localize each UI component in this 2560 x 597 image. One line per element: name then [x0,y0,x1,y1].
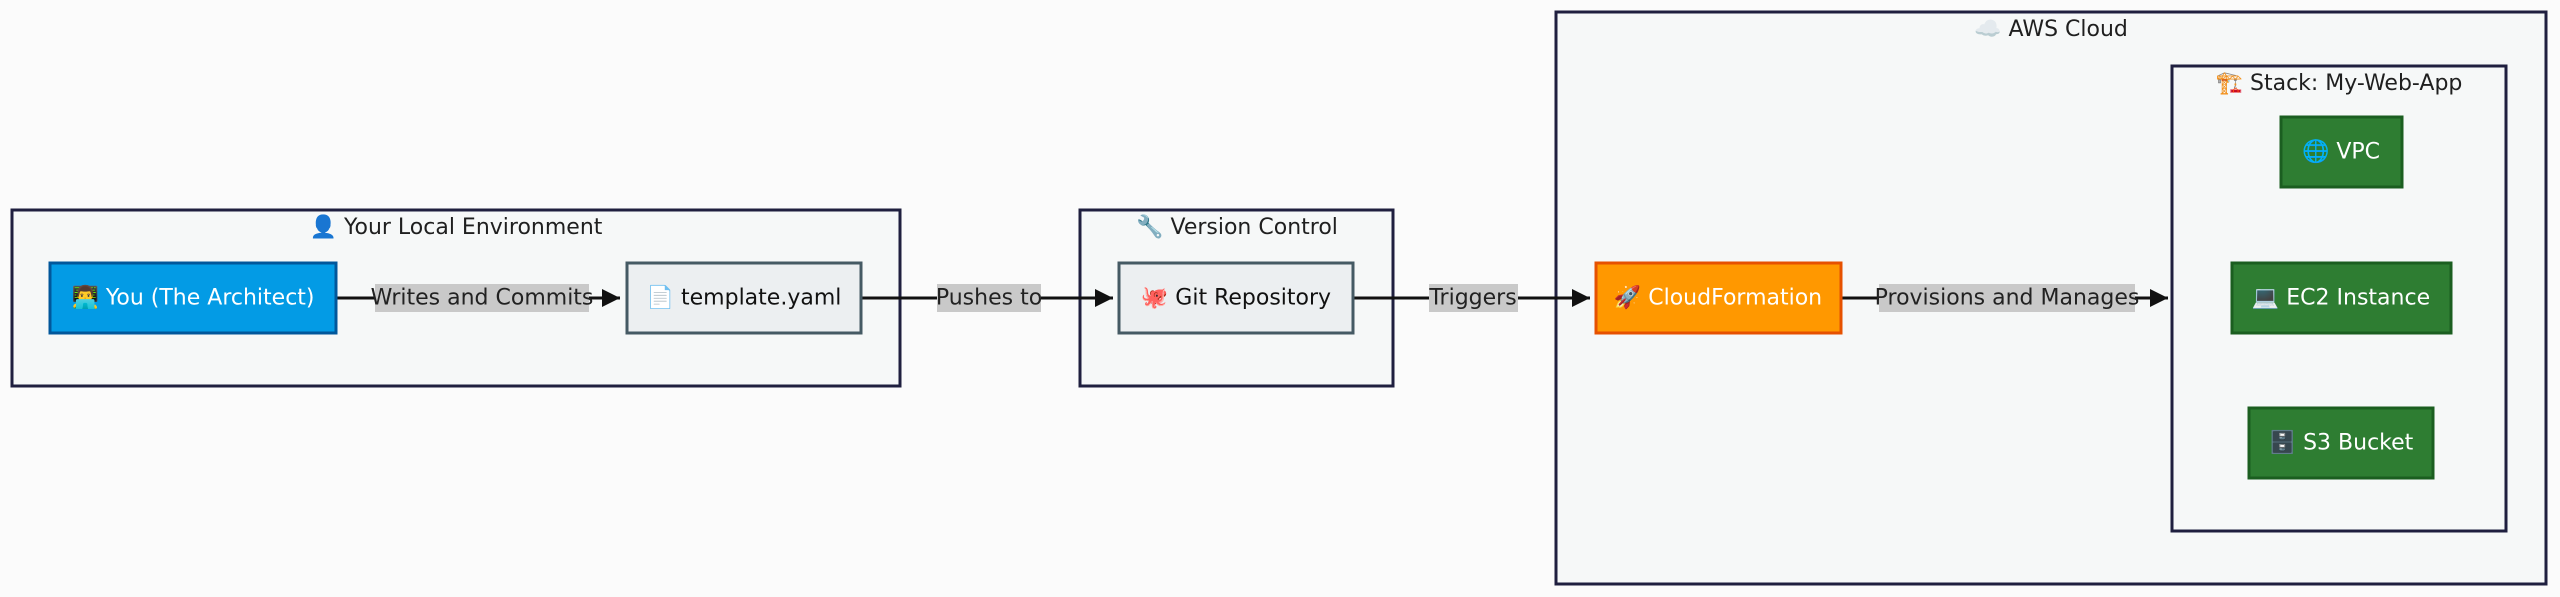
node-you-the-architect[interactable]: 👨‍💻 You (The Architect) [48,261,338,335]
node-git-box [1117,261,1355,335]
node-architect-label: 👨‍💻 You (The Architect) [71,285,314,311]
node-s3-bucket[interactable]: 🗄️ S3 Bucket [2247,406,2435,480]
node-cloudformation-box [1594,261,1843,335]
node-cloudformation[interactable]: 🚀 CloudFormation [1594,261,1843,335]
edge-pushes-to: Pushes to [861,284,1113,312]
edge-provisions-label: Provisions and Manages [1875,286,2140,311]
edge-triggers-label-bg [1429,284,1518,312]
edge-triggers-label: Triggers [1428,286,1516,311]
node-git-label: 🐙 Git Repository [1141,286,1331,311]
cluster-stack-label: 🏗️ Stack: My-Web-App [2216,71,2463,96]
cluster-local-label: 👤 Your Local Environment [310,214,603,240]
edge-writes-and-commits: Writes and Commits [336,284,620,312]
edge-writes-label-bg [375,284,589,312]
node-template-box [625,261,863,335]
edge-pushes-label: Pushes to [936,286,1042,311]
edge-provisions-label-bg [1879,284,2135,312]
edge-triggers: Triggers [1353,284,1590,312]
cluster-aws-label: ☁️ AWS Cloud [1974,17,2128,42]
node-architect-box [48,261,338,335]
edge-provisions-and-manages: Provisions and Manages [1841,284,2168,312]
node-git-repository[interactable]: 🐙 Git Repository [1117,261,1355,335]
node-ec2-instance[interactable]: 💻 EC2 Instance [2230,261,2453,335]
node-vpc-box [2279,115,2404,189]
node-template-label: 📄 template.yaml [647,285,842,311]
node-ec2-label: 💻 EC2 Instance [2252,286,2430,311]
node-s3-box [2247,406,2435,480]
cluster-vcs-label: 🔧 Version Control [1136,213,1338,240]
node-ec2-box [2230,261,2453,335]
node-vpc-label: 🌐 VPC [2302,139,2380,165]
edge-pushes-label-bg [937,284,1041,312]
edge-writes-label: Writes and Commits [371,286,594,311]
node-s3-label: 🗄️ S3 Bucket [2269,430,2414,456]
node-vpc[interactable]: 🌐 VPC [2279,115,2404,189]
node-cloudformation-label: 🚀 CloudFormation [1614,285,1822,311]
node-template-yaml[interactable]: 📄 template.yaml [625,261,863,335]
